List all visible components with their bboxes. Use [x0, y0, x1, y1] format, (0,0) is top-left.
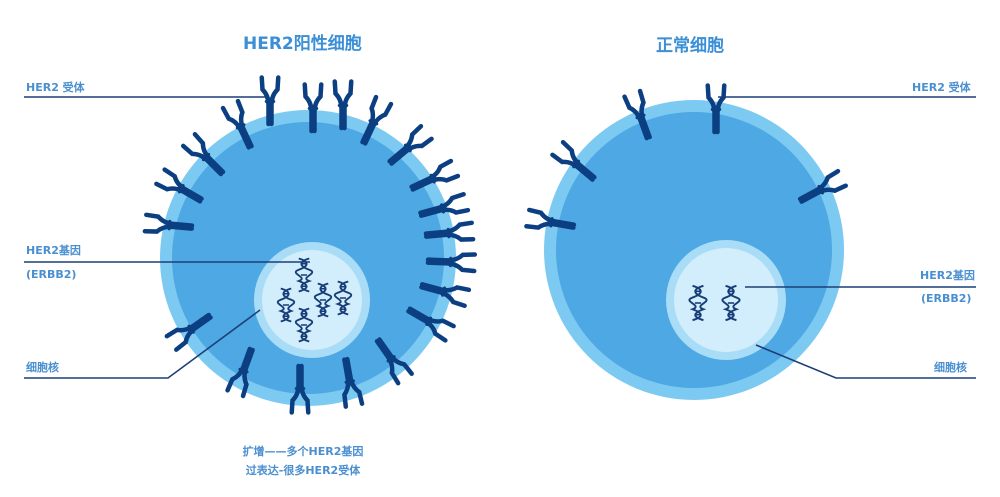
normal-gene-label: HER2基因 — [920, 269, 975, 282]
normal-cell-title: 正常细胞 — [656, 36, 724, 56]
positive-nucleus — [262, 250, 362, 350]
positive-leader-lines — [24, 96, 310, 379]
normal-nucleus — [674, 248, 778, 352]
normal-leader-lines — [718, 96, 976, 379]
normal-cell — [526, 86, 976, 400]
positive-cell — [24, 78, 475, 413]
normal-receptor-label: HER2 受体 — [912, 81, 971, 94]
positive-caption-amplification: 扩增——多个HER2基因 — [242, 445, 364, 458]
positive-gene-alias: (ERBB2) — [26, 268, 77, 281]
positive-receptor-label: HER2 受体 — [26, 81, 85, 94]
normal-gene-alias: (ERBB2) — [921, 292, 972, 305]
positive-gene-label: HER2基因 — [26, 244, 81, 257]
positive-cell-title: HER2阳性细胞 — [243, 34, 362, 54]
positive-nucleus-label: 细胞核 — [26, 361, 59, 374]
normal-nucleus-label: 细胞核 — [934, 361, 967, 374]
positive-caption-overexpression: 过表达-很多HER2受体 — [245, 464, 361, 477]
